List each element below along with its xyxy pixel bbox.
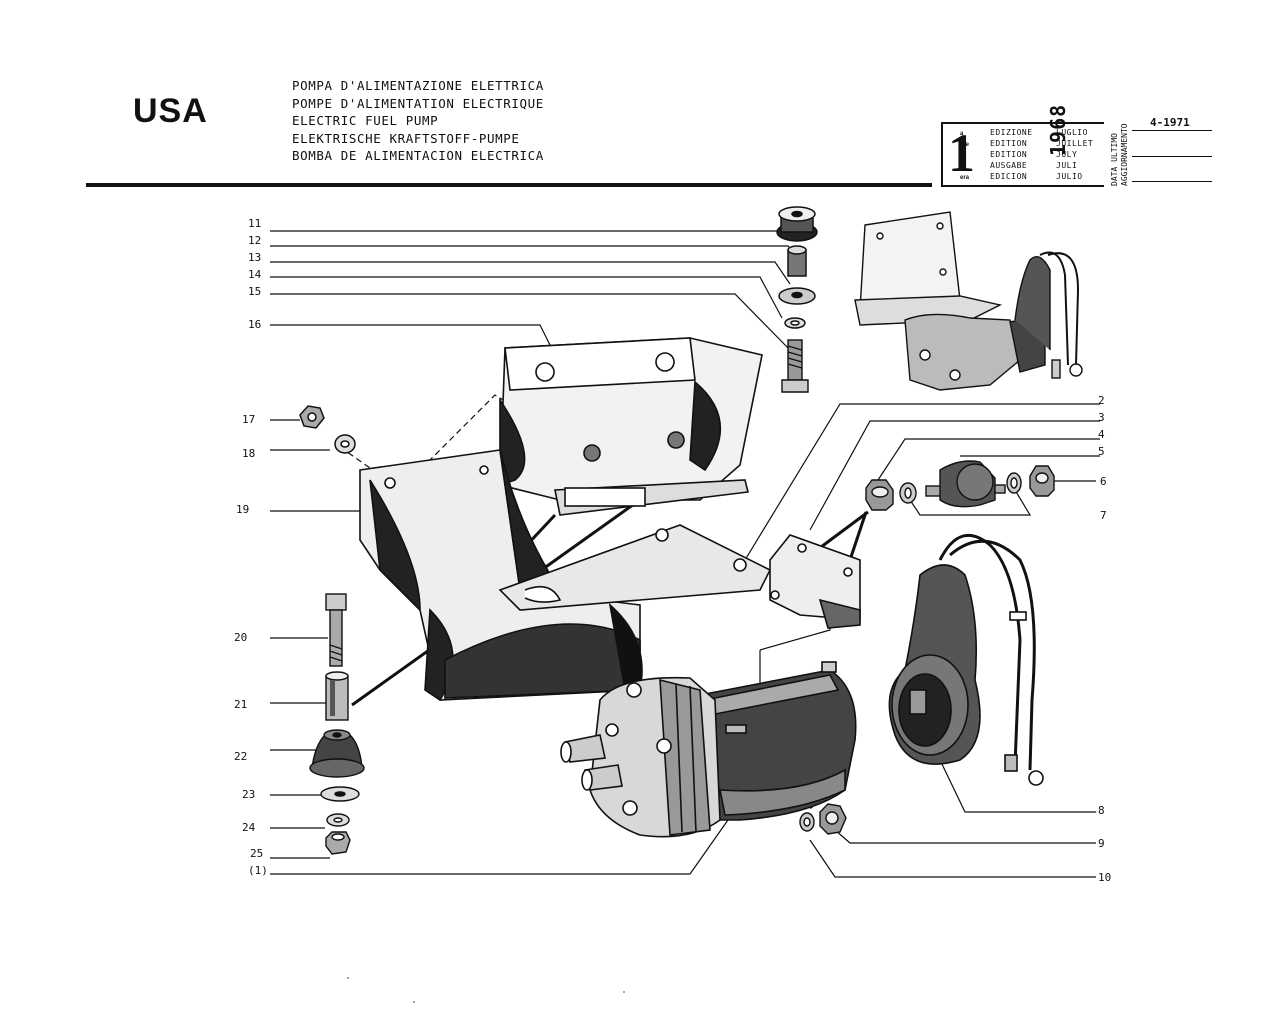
- edition-month: LUGLIO: [1056, 128, 1088, 137]
- spacer-part-12: [787, 245, 807, 277]
- leader-line-9: [834, 829, 1096, 844]
- nut-part-17: [299, 405, 325, 429]
- leader-line-7: [909, 489, 1032, 516]
- callout-13: 13: [248, 251, 262, 264]
- header-rule: [86, 183, 932, 187]
- nut-part-6: [1029, 465, 1055, 497]
- leader-line-14: [270, 276, 783, 319]
- sleeve-part-21: [325, 671, 349, 721]
- angle-bracket-part-3: [769, 534, 861, 629]
- edition-label: EDITION: [990, 139, 1028, 148]
- nut-part-4: [865, 479, 894, 511]
- callout-5: 5: [1098, 445, 1105, 458]
- update-date: 4-1971: [1150, 116, 1190, 129]
- edition-suffix: a: [960, 131, 964, 137]
- edition-month: JULI: [1056, 161, 1078, 170]
- washer-part-23: [320, 786, 360, 802]
- callout-22: 22: [234, 750, 248, 763]
- callout-11: 11: [248, 217, 262, 230]
- callout-9: 9: [1098, 837, 1105, 850]
- bolt-part-15: [781, 339, 809, 393]
- assembly-line: [759, 615, 831, 651]
- lock-washer-part-7: [1006, 472, 1022, 494]
- title-spanish: BOMBA DE ALIMENTACION ELECTRICA: [292, 148, 544, 164]
- edition-number: 1: [948, 123, 975, 183]
- edition-box: [941, 122, 1104, 187]
- callout-1: (1): [248, 864, 268, 877]
- leader-line-1: [270, 809, 736, 875]
- wiring-cover-part-8: [888, 534, 1044, 786]
- edition-month: JULY: [1056, 150, 1078, 159]
- bolt-part-20: [325, 593, 347, 667]
- update-rule: [1132, 181, 1212, 182]
- edition-label: EDITION: [990, 150, 1028, 159]
- title-italian: POMPA D'ALIMENTAZIONE ELETTRICA: [292, 78, 544, 93]
- edition-label: AUSGABE: [990, 161, 1028, 170]
- leader-line-16: [270, 324, 551, 346]
- region-label: USA: [133, 92, 208, 130]
- lock-washer-part-10: [799, 812, 815, 832]
- callout-24: 24: [242, 821, 256, 834]
- lock-washer-part-14: [784, 317, 806, 329]
- assembled-pump-view: [854, 211, 1083, 391]
- leader-line-12: [270, 245, 799, 259]
- mounting-plate-part-2: [498, 524, 772, 611]
- callout-21: 21: [234, 698, 248, 711]
- lock-washer-part-5: [899, 482, 917, 504]
- callout-7: 7: [1100, 509, 1107, 522]
- callout-23: 23: [242, 788, 256, 801]
- nut-part-25: [325, 831, 351, 855]
- heat-shield-part-19: [359, 449, 643, 702]
- leader-line-10: [809, 839, 1096, 878]
- update-rule: [1132, 156, 1212, 157]
- callout-4: 4: [1098, 428, 1105, 441]
- nut-part-9: [819, 803, 847, 835]
- callout-16: 16: [248, 318, 262, 331]
- title-german: ELEKTRISCHE KRAFTSTOFF-PUMPE: [292, 130, 520, 146]
- edition-suffix: st: [960, 153, 966, 159]
- leader-line-2: [744, 403, 1100, 561]
- callout-15: 15: [248, 285, 262, 298]
- update-rule: [1132, 130, 1212, 131]
- leader-line-13: [270, 261, 791, 285]
- callout-19: 19: [236, 503, 250, 516]
- title-english: ELECTRIC FUEL PUMP: [292, 113, 439, 129]
- callout-12: 12: [248, 234, 262, 247]
- callout-18: 18: [242, 447, 256, 460]
- leader-line-8: [939, 759, 1096, 813]
- lock-washer-part-24: [326, 813, 350, 827]
- leader-line-3: [809, 420, 1100, 531]
- edition-month: JULIO: [1056, 172, 1083, 181]
- grommet-part-11: [776, 206, 818, 242]
- edition-suffix: ere: [960, 142, 970, 148]
- callout-2: 2: [1098, 394, 1105, 407]
- leader-line-15: [270, 293, 791, 351]
- edition-suffix: .: [960, 164, 962, 170]
- title-french: POMPE D'ALIMENTATION ELECTRIQUE: [292, 95, 544, 111]
- callout-10: 10: [1098, 871, 1112, 884]
- rubber-mount-part-22: [309, 729, 365, 778]
- fuel-pump-part-1: [560, 661, 857, 838]
- arrow-line: [848, 511, 868, 561]
- callout-6: 6: [1100, 475, 1107, 488]
- title-block: POMPA D'ALIMENTAZIONE ELETTRICA POMPE D'…: [292, 77, 544, 165]
- leader-line-4: [877, 438, 1100, 481]
- lock-washer-part-18: [334, 434, 356, 454]
- callout-8: 8: [1098, 804, 1105, 817]
- edition-label: EDICION: [990, 172, 1028, 181]
- callout-20: 20: [234, 631, 248, 644]
- callout-3: 3: [1098, 411, 1105, 424]
- washer-part-13: [778, 287, 816, 305]
- rubber-bushing-part-5: [925, 460, 1006, 508]
- callout-25: 25: [250, 847, 264, 860]
- callout-14: 14: [248, 268, 262, 281]
- edition-month: JUILLET: [1056, 139, 1094, 148]
- edition-suffix: era: [960, 175, 970, 181]
- callout-17: 17: [242, 413, 256, 426]
- edition-label: EDIZIONE: [990, 128, 1033, 137]
- bracket-part-16: [499, 337, 763, 516]
